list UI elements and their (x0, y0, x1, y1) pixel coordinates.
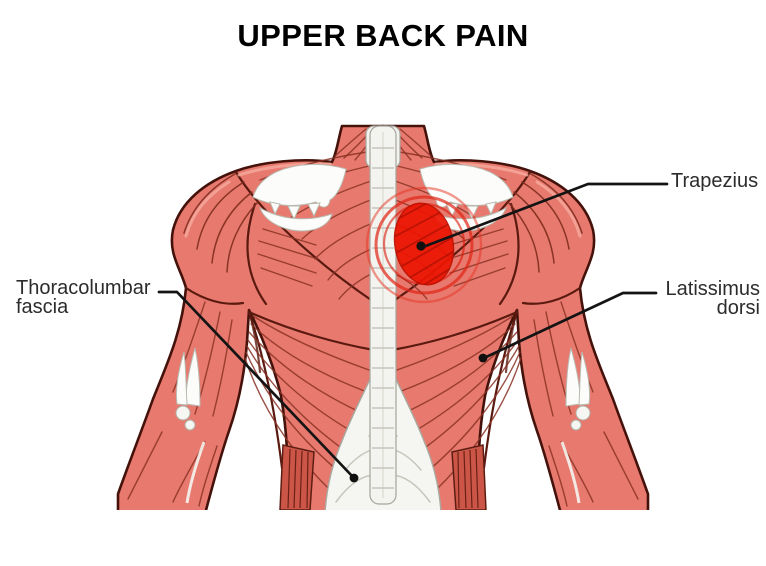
lower-lat-band (451, 444, 487, 511)
elbow-tendon (560, 347, 591, 504)
leader-dot-thoracolumbar (349, 473, 359, 483)
leader-line-thoracolumbar (157, 290, 355, 479)
spine-column (365, 125, 401, 505)
leader-line-trapezius (421, 182, 669, 249)
bottom-crop (0, 510, 766, 566)
leader-dot-trapezius (416, 241, 426, 251)
leader-lines (157, 182, 669, 483)
page-title: UPPER BACK PAIN (237, 18, 529, 53)
leader-line-latissimus (482, 291, 658, 360)
label-latissimus-dorsi: Latissimus dorsi (665, 278, 760, 319)
label-trapezius: Trapezius (671, 170, 759, 192)
leader-dot-latissimus (478, 353, 488, 363)
body-half (381, 124, 650, 516)
label-thoracolumbar-fascia: Thoracolumbar fascia (16, 277, 151, 318)
